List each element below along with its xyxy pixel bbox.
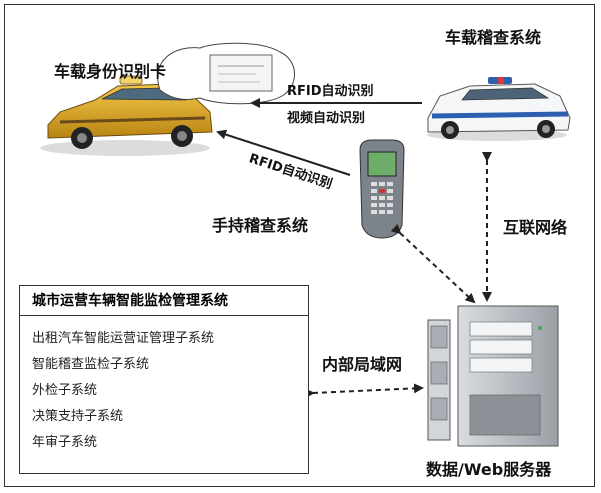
- rfid-card-icon: [209, 54, 273, 92]
- dashed-arrow-handheld-server: [390, 223, 476, 304]
- outer-frame: [4, 4, 595, 487]
- subsystem-item: 外检子系统: [32, 383, 98, 398]
- dashed-arrow-lan: [304, 383, 424, 399]
- handheld-device-icon: [359, 139, 405, 239]
- server-label: 数据/Web服务器: [426, 460, 552, 479]
- subsystem-item: 决策支持子系统: [32, 409, 124, 424]
- id-card-label: 车载身份识别卡: [54, 62, 167, 81]
- management-system-title: 城市运营车辆智能监检管理系统: [20, 286, 308, 316]
- taxi-icon: [40, 75, 213, 156]
- subsystem-item: 出租汽车智能运营证管理子系统: [32, 331, 215, 346]
- arrow-handheld-to-taxi: [216, 129, 351, 176]
- server-icon: [427, 305, 559, 447]
- id-card-bubble: [157, 42, 295, 105]
- police-car-icon: [427, 77, 571, 141]
- video-recognition-label: 视频自动识别: [287, 111, 366, 126]
- management-system-box: 城市运营车辆智能监检管理系统 出租汽车智能运营证管理子系统 智能稽查监检子系统 …: [19, 285, 309, 474]
- subsystem-item: 智能稽查监检子系统: [32, 357, 150, 372]
- subsystem-item: 年审子系统: [32, 435, 98, 450]
- rfid-label-top: RFID自动识别: [287, 84, 374, 99]
- subsystem-list: 出租汽车智能运营证管理子系统 智能稽查监检子系统 外检子系统 决策支持子系统 年…: [32, 326, 214, 456]
- internet-label: 互联网络: [503, 218, 568, 237]
- lan-label: 内部局域网: [322, 355, 403, 374]
- handheld-system-label: 手持稽查系统: [212, 216, 309, 235]
- patrol-system-label: 车载稽查系统: [445, 28, 542, 47]
